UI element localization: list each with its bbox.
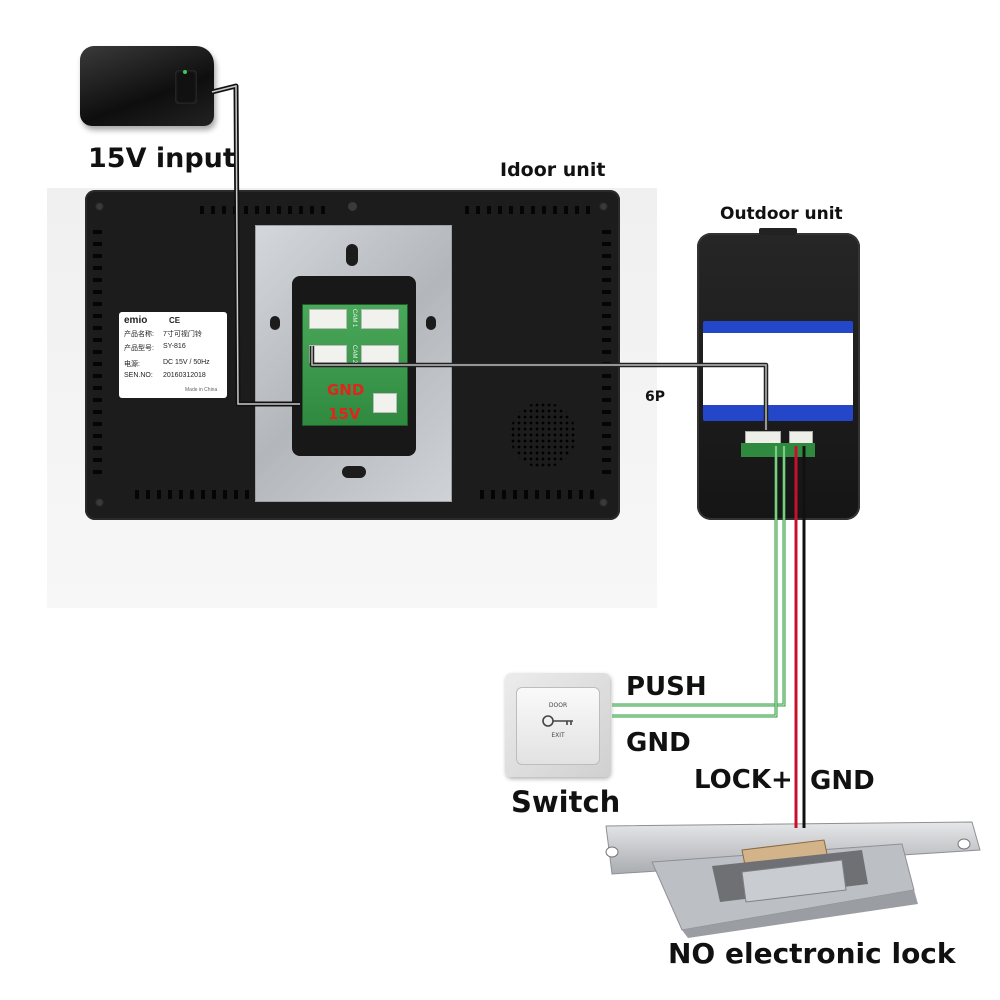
exit-exit-text: EXIT (551, 732, 565, 739)
push-label: PUSH (626, 672, 707, 702)
lock-svg (605, 821, 981, 938)
nameplate-model-label: 产品型号: (124, 345, 154, 352)
vent-slots-bottom (480, 490, 595, 499)
vent-slots-right (602, 230, 611, 480)
bracket-hole (270, 316, 280, 330)
outdoor-pcb-strip (741, 443, 815, 457)
outdoor-unit-label: Outdoor unit (720, 204, 843, 224)
exit-door-text: DOOR (548, 702, 568, 709)
speaker-grille (510, 402, 576, 468)
bracket-slot (342, 466, 366, 478)
adapter-led (183, 70, 187, 74)
lock-label: NO electronic lock (668, 937, 956, 970)
adapter-prong-bump (175, 70, 197, 104)
nameplate-power-label: 电源: (124, 361, 140, 368)
screw-icon (599, 202, 608, 211)
nameplate-brand: emio (124, 315, 148, 326)
switch-label: Switch (511, 785, 621, 819)
lock-keeper (741, 859, 847, 903)
connector-block (309, 309, 347, 329)
nameplate-power-value: DC 15V / 50Hz (163, 359, 210, 366)
key-icon (541, 714, 575, 728)
lock-body-front (682, 890, 918, 938)
bracket-slot (346, 244, 358, 266)
nameplate-serial-value: 20160312018 (163, 372, 206, 379)
mounting-bracket: CAM 1 CAM 2 (255, 225, 452, 502)
cam1-label: CAM 1 (351, 309, 357, 328)
nameplate-made-in: Made in China (185, 387, 218, 393)
outdoor-top-clip (759, 228, 797, 235)
indoor-unit-label: Idoor unit (500, 159, 606, 181)
screw-icon (95, 202, 104, 211)
exit-switch-button: DOOR EXIT (516, 687, 600, 765)
nameplate-serial-label: SEN.NO: (124, 372, 153, 379)
nameplate: emio CE 产品名称: 7寸可视门铃 产品型号: SY-816 电源: DC… (119, 312, 227, 398)
outdoor-white-label (703, 333, 853, 405)
power-adapter (80, 46, 214, 126)
lock-plus-label: LOCK+ (694, 765, 793, 795)
vent-slots-left (93, 230, 102, 480)
connector-block (361, 345, 399, 363)
electronic-lock (592, 820, 984, 938)
screw-icon (95, 498, 104, 507)
outdoor-band (703, 321, 853, 421)
nameplate-marks: CE (169, 316, 181, 325)
exit-switch: DOOR EXIT (505, 673, 610, 777)
power-input-label: 15V input (88, 143, 236, 174)
vent-slots-top (200, 206, 330, 214)
cable-6p-label: 6P (645, 389, 666, 405)
nameplate-model-value: SY-816 (163, 343, 186, 350)
power-connector (373, 393, 397, 413)
nameplate-product-name-label: 产品名称: (124, 331, 154, 338)
screw-icon (599, 498, 608, 507)
gnd-terminal-label: GND (327, 381, 365, 399)
lock-gnd-label: GND (810, 766, 875, 796)
nameplate-product-name-value: 7寸可视门铃 (163, 331, 202, 338)
screw-icon (348, 202, 357, 211)
bracket-window: CAM 1 CAM 2 (292, 276, 416, 456)
lock-screw-hole (605, 846, 619, 858)
outdoor-unit (697, 228, 860, 520)
v15-terminal-label: 15V (328, 405, 361, 423)
connector-block (309, 345, 347, 363)
vent-slots-bottom (135, 490, 255, 499)
key-icon-svg (542, 715, 573, 727)
switch-gnd-label: GND (626, 728, 691, 758)
vent-slots-top (465, 206, 595, 214)
cam2-label: CAM 2 (351, 345, 357, 364)
connector-block (361, 309, 399, 329)
bracket-hole (426, 316, 436, 330)
lock-screw-hole (957, 838, 971, 850)
